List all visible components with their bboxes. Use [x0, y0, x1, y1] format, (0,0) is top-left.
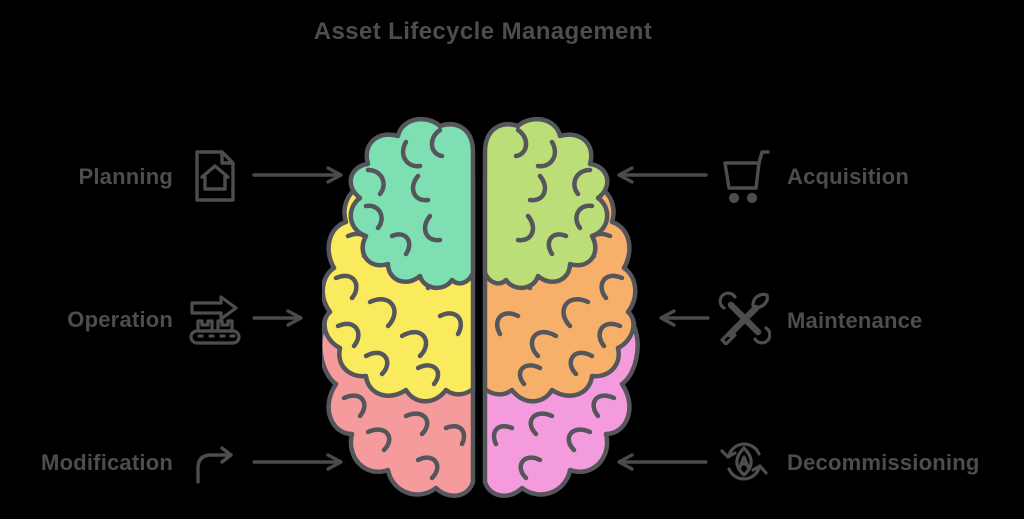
shopping-cart-icon [718, 148, 770, 204]
page-title: Asset Lifecycle Management [313, 18, 653, 45]
arrow-planning [252, 166, 343, 184]
label-planning: Planning [78, 164, 173, 189]
curved-arrow-icon [192, 446, 240, 484]
right-frontal-lobe [485, 119, 607, 288]
brain-illustration [322, 116, 644, 502]
arrow-modification [252, 453, 343, 471]
label-decommissioning: Decommissioning [787, 450, 980, 475]
label-modification: Modification [41, 450, 173, 475]
label-operation: Operation [67, 307, 173, 332]
arrow-maintenance [659, 309, 710, 327]
label-maintenance: Maintenance [787, 308, 923, 333]
tools-icon [717, 291, 771, 345]
arrow-acquisition [617, 166, 708, 184]
recycle-icon [718, 440, 770, 486]
blueprint-document-icon [193, 150, 237, 202]
label-acquisition: Acquisition [787, 164, 909, 189]
conveyor-icon [189, 294, 241, 346]
arrow-decommissioning [617, 453, 708, 471]
left-frontal-lobe [351, 119, 473, 288]
arrow-operation [252, 309, 303, 327]
